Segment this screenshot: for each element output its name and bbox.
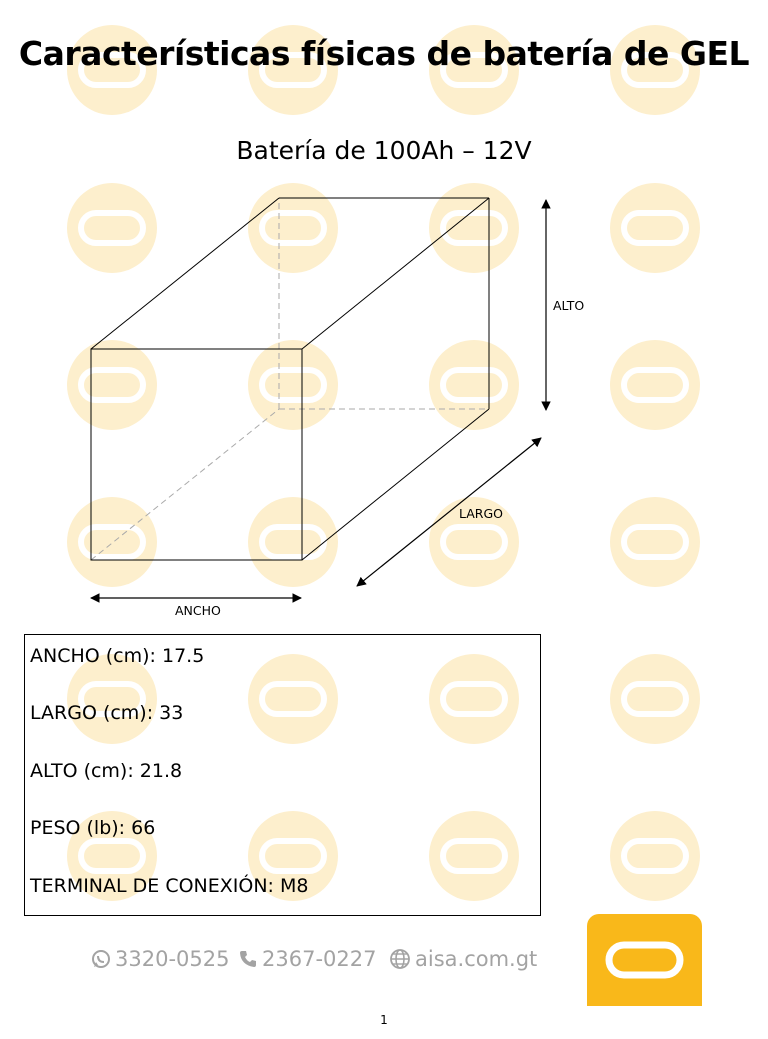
spec-largo: LARGO (cm): 33 xyxy=(30,702,184,724)
visible-edges xyxy=(90,197,490,561)
spec-terminal: TERMINAL DE CONEXIÓN: M8 xyxy=(30,875,309,897)
website-url: aisa.com.gt xyxy=(415,947,538,971)
spec-alto: ALTO (cm): 21.8 xyxy=(30,760,183,782)
page-number: 1 xyxy=(380,1013,388,1027)
hidden-edges xyxy=(90,198,489,561)
whatsapp-number: 3320-0525 xyxy=(115,947,230,971)
logo-mark-icon xyxy=(605,941,684,979)
whatsapp-contact[interactable]: 3320-0525 xyxy=(91,944,229,974)
whatsapp-icon xyxy=(92,950,110,968)
alto-label: ALTO xyxy=(553,298,584,313)
website-contact[interactable]: aisa.com.gt xyxy=(389,944,537,974)
specifications-box: ANCHO (cm): 17.5 LARGO (cm): 33 ALTO (cm… xyxy=(24,634,541,916)
phone-contact[interactable]: 2367-0227 xyxy=(238,944,376,974)
largo-label: LARGO xyxy=(459,506,503,521)
largo-arrow xyxy=(356,437,542,587)
phone-icon xyxy=(240,951,256,967)
ancho-label: ANCHO xyxy=(175,603,221,618)
aisa-logo xyxy=(587,914,702,1006)
spec-ancho: ANCHO (cm): 17.5 xyxy=(30,645,205,667)
phone-number: 2367-0227 xyxy=(262,947,377,971)
spec-peso: PESO (lb): 66 xyxy=(30,817,156,839)
globe-icon xyxy=(390,949,410,969)
page-title: Características físicas de batería de GE… xyxy=(18,34,750,73)
battery-subtitle: Batería de 100Ah – 12V xyxy=(236,136,532,165)
